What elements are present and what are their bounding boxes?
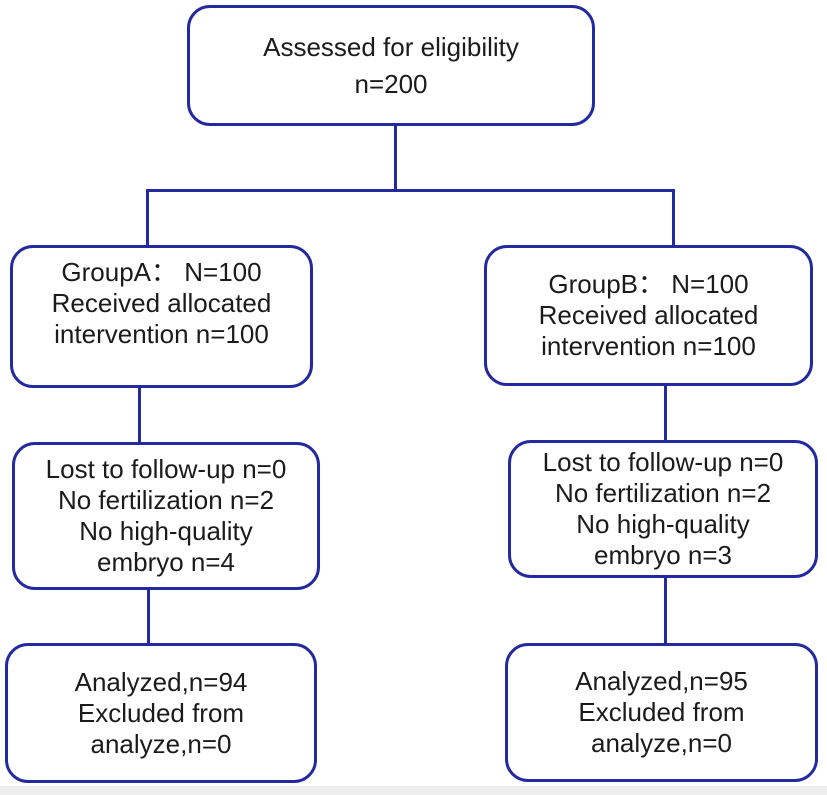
box-line: GroupB： N=100 xyxy=(548,269,749,299)
box-line: No fertilization n=2 xyxy=(554,478,772,508)
box-line: Received allocated xyxy=(538,300,759,330)
box-line: No high-quality xyxy=(79,516,253,546)
connector-lost-a-down xyxy=(147,588,150,645)
box-line: Assessed for eligibility xyxy=(263,31,519,62)
box-group-b: GroupB： N=100 Received allocated interve… xyxy=(484,245,813,386)
box-line: No fertilization n=2 xyxy=(57,485,275,515)
connector-branch-right-drop xyxy=(672,189,675,247)
box-assessed-eligibility: Assessed for eligibility n=200 xyxy=(187,5,595,126)
connector-lost-b-down xyxy=(664,576,667,645)
box-line: analyze,n=0 xyxy=(591,728,732,758)
bottom-border-strip xyxy=(0,786,827,795)
box-line: Excluded from xyxy=(578,697,745,727)
box-line: Analyzed,n=94 xyxy=(74,666,248,697)
connector-branch-horizontal xyxy=(146,189,675,192)
box-line: n=200 xyxy=(354,68,428,99)
box-line: Excluded from xyxy=(77,697,245,728)
box-line: Lost to follow-up n=0 xyxy=(45,454,287,484)
connector-top-vertical xyxy=(394,124,397,191)
box-line: embryo n=4 xyxy=(96,547,236,577)
box-line: No high-quality xyxy=(576,509,750,539)
box-lost-followup-a: Lost to follow-up n=0 No fertilization n… xyxy=(12,442,320,590)
connector-group-b-down xyxy=(664,384,667,442)
box-line: intervention n=100 xyxy=(54,319,269,349)
box-group-a: GroupA： N=100 Received allocated interve… xyxy=(10,245,313,388)
box-lost-followup-b: Lost to follow-up n=0 No fertilization n… xyxy=(508,440,818,578)
box-analyzed-a: Analyzed,n=94 Excluded from analyze,n=0 xyxy=(5,643,317,783)
connector-group-a-down xyxy=(138,386,141,444)
box-line: GroupA： N=100 xyxy=(61,257,262,287)
box-line: Analyzed,n=95 xyxy=(575,666,748,696)
box-line: analyze,n=0 xyxy=(90,728,232,759)
connector-branch-left-drop xyxy=(146,189,149,247)
box-line: intervention n=100 xyxy=(541,331,756,361)
box-line: Lost to follow-up n=0 xyxy=(542,447,784,477)
box-line: Received allocated xyxy=(51,288,272,318)
box-line: embryo n=3 xyxy=(593,540,733,570)
box-analyzed-b: Analyzed,n=95 Excluded from analyze,n=0 xyxy=(505,643,818,782)
